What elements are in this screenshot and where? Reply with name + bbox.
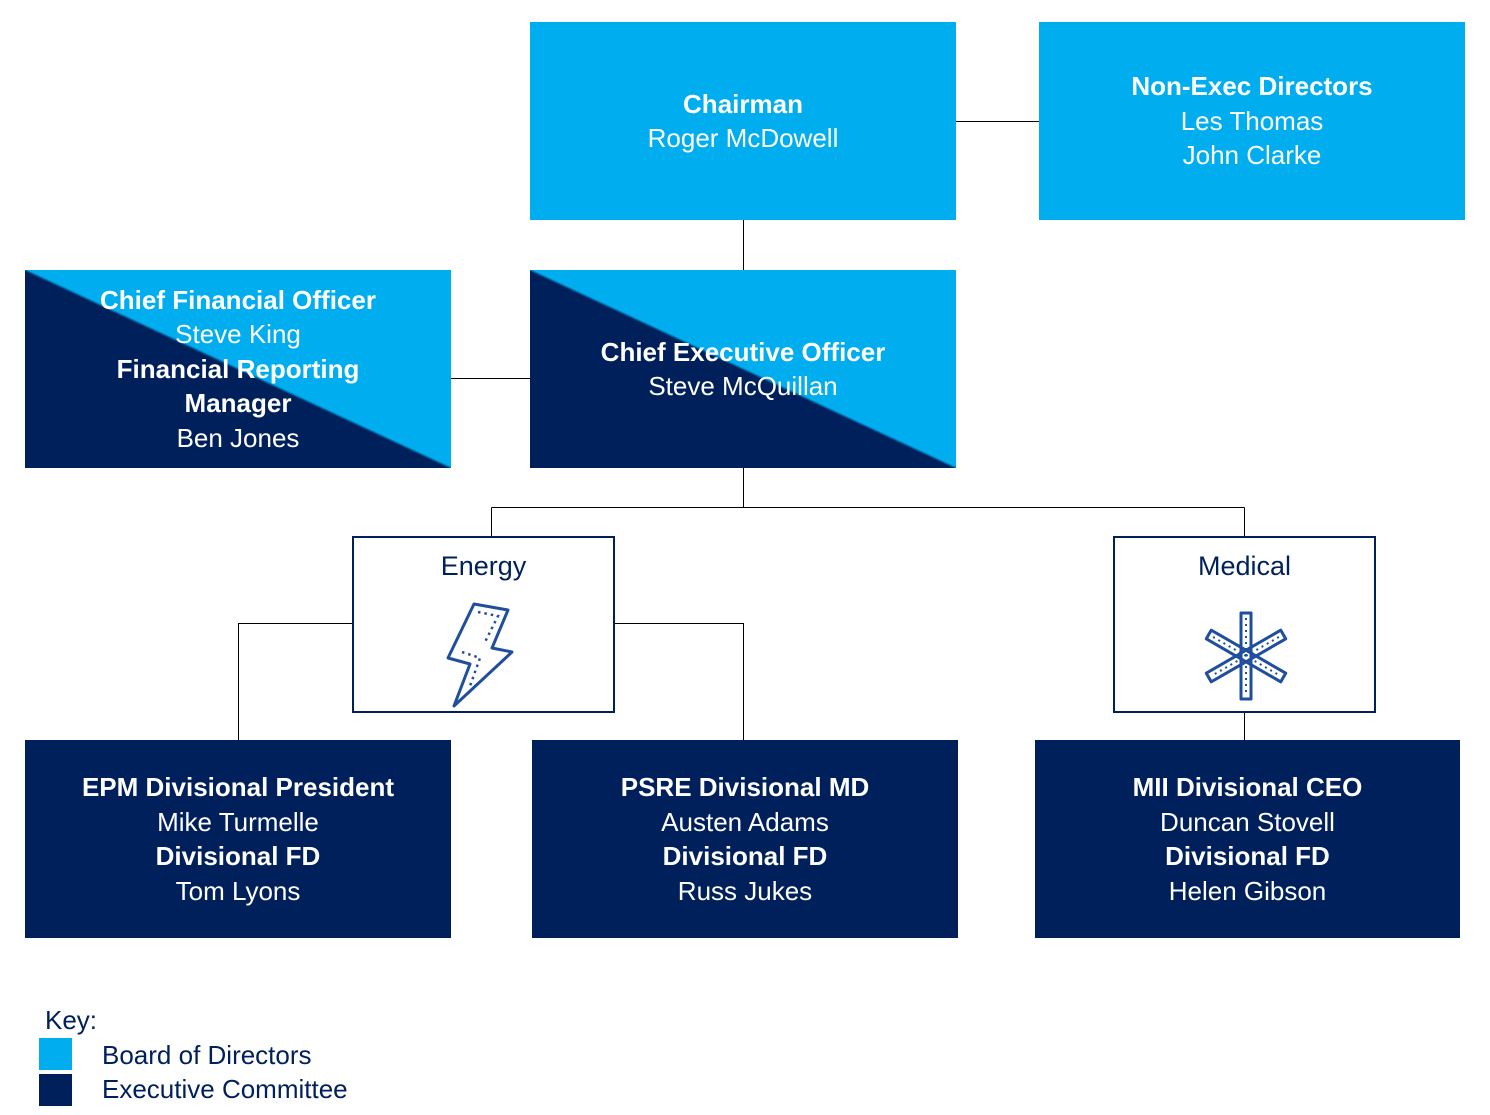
- mii-name: Duncan Stovell: [1160, 806, 1335, 837]
- epm-box: EPM Divisional President Mike Turmelle D…: [25, 740, 451, 938]
- executive-swatch: [39, 1074, 72, 1106]
- star-of-life-icon: [1204, 611, 1288, 701]
- non-exec-name-2: John Clarke: [1182, 140, 1322, 171]
- mii-fd-name: Helen Gibson: [1168, 875, 1327, 906]
- energy-label: Energy: [440, 551, 527, 581]
- financial-reporting-title-line-2: Manager: [184, 388, 292, 419]
- board-swatch: [39, 1038, 72, 1070]
- mii-box: MII Divisional CEO Duncan Stovell Divisi…: [1035, 740, 1460, 938]
- key-title: Key:: [45, 1005, 98, 1035]
- financial-reporting-name: Ben Jones: [176, 422, 300, 453]
- cfo-box: Chief Financial Officer Steve King Finan…: [25, 270, 451, 468]
- psre-title: PSRE Divisional MD: [620, 772, 870, 802]
- mii-title: MII Divisional CEO: [1132, 772, 1363, 802]
- chairman-title: Chairman: [683, 88, 803, 119]
- lightning-bolt-icon: [446, 602, 514, 708]
- medical-division-box: Medical: [1113, 536, 1376, 713]
- board-key-label: Board of Directors: [102, 1040, 312, 1070]
- connector-energy-psre: [614, 623, 744, 740]
- mii-fd-title: Divisional FD: [1165, 841, 1330, 871]
- psre-name: Austen Adams: [661, 806, 829, 837]
- psre-box: PSRE Divisional MD Austen Adams Division…: [532, 740, 958, 938]
- energy-division-box: Energy: [352, 536, 615, 713]
- psre-fd-name: Russ Jukes: [677, 875, 813, 906]
- connector-energy-epm: [238, 623, 353, 740]
- cfo-title: Chief Financial Officer: [100, 284, 376, 315]
- epm-fd-name: Tom Lyons: [175, 875, 301, 906]
- epm-name: Mike Turmelle: [157, 806, 319, 837]
- ceo-name: Steve McQuillan: [648, 371, 838, 401]
- ceo-title: Chief Executive Officer: [600, 336, 886, 367]
- cfo-name: Steve King: [175, 319, 301, 350]
- medical-label: Medical: [1197, 551, 1292, 581]
- chairman-box: Chairman Roger McDowell: [530, 22, 956, 220]
- non-exec-name-1: Les Thomas: [1180, 105, 1324, 136]
- ceo-box: Chief Executive Officer Steve McQuillan: [530, 270, 956, 468]
- epm-fd-title: Divisional FD: [155, 841, 321, 871]
- psre-fd-title: Divisional FD: [662, 841, 828, 871]
- non-exec-title: Non-Exec Directors: [1131, 71, 1373, 102]
- executive-key-label: Executive Committee: [102, 1074, 348, 1104]
- chairman-name: Roger McDowell: [647, 123, 839, 153]
- non-exec-directors-box: Non-Exec Directors Les Thomas John Clark…: [1039, 22, 1465, 220]
- epm-title: EPM Divisional President: [81, 772, 395, 802]
- financial-reporting-title-line-1: Financial Reporting: [116, 353, 360, 384]
